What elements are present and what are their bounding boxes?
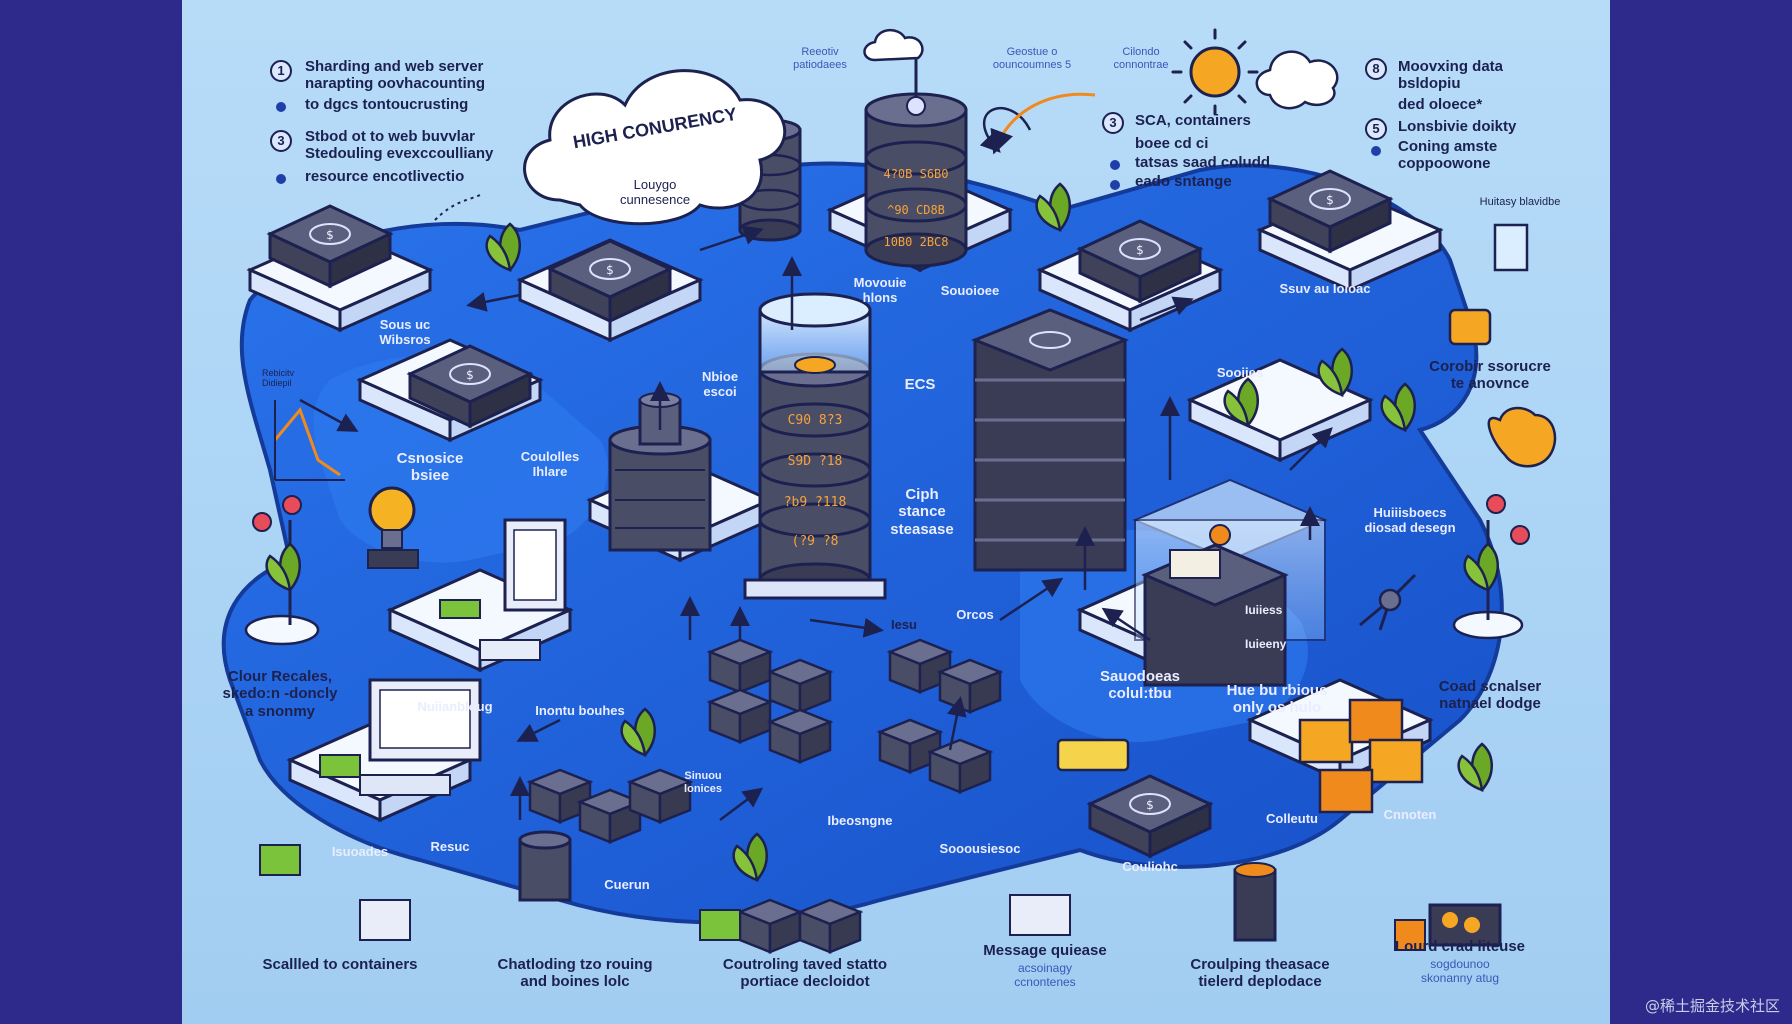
platform-label: Ibeosngne (815, 814, 905, 829)
db-readout: (?9 ?8 (792, 534, 839, 549)
side-label: Clour Recales, skedo:n -doncly a snonmy (210, 668, 350, 720)
bottom-label: Croulping theasace tielerd deplodace (1160, 956, 1360, 991)
platform-label: Sous uc Wibsros (360, 318, 450, 348)
note-text: SCA, containers (1135, 112, 1305, 129)
platform-label: Couliohc (1110, 860, 1190, 875)
platform-label: Resuc (420, 840, 480, 855)
note-text: Coning amste coppoowone (1398, 138, 1578, 173)
bottom-sublabel: acsoinagy ccnontenes (970, 962, 1120, 990)
note-text: tatsas saad coludd (1135, 154, 1305, 171)
note-text: to dgcs tontoucrusting (305, 96, 525, 113)
note-number: 8 (1365, 58, 1387, 80)
platform-label: Orcos (945, 608, 1005, 623)
platform-label: Ciph stance steasase (882, 486, 962, 538)
note-number: 3 (270, 130, 292, 152)
note-number: 1 (270, 60, 292, 82)
small-label: Geostue o oouncoumnes 5 (982, 46, 1082, 71)
bullet-dot (276, 174, 286, 184)
bottom-label: Coutroling taved statto portiace decloid… (700, 956, 910, 991)
bottom-label: Chatloding tzo rouing and boines lolc (470, 956, 680, 991)
platform-label: Isuoades (320, 845, 400, 860)
side-label: Rebicitv Didiepil (262, 368, 342, 389)
watermark: @稀土掘金技术社区 (1645, 995, 1780, 1016)
db-readout: S9D ?18 (788, 454, 843, 469)
platform-label: Sooiies (1210, 366, 1270, 381)
platform-label: Hue bu rbious only os hulo (1212, 682, 1342, 717)
side-label: Huitasy blavidbe (1450, 196, 1590, 209)
db-readout: C90 8?3 (788, 413, 843, 428)
platform-label: Colleutu (1252, 812, 1332, 827)
platform-label: Sauodoeas colul:tbu (1075, 668, 1205, 703)
bullet-dot (1110, 180, 1120, 190)
platform-label: Sooousiesoc (925, 842, 1035, 857)
side-label: Coad scnalser natnael dodge (1400, 678, 1580, 713)
note-text: boee cd ci (1135, 135, 1305, 152)
db-readout: 4?0B S6B0 (883, 167, 948, 181)
side-label: Corobir ssorucre te anovnce (1390, 358, 1590, 393)
small-label: Reeotiv patiodaees (780, 46, 860, 71)
note-text: ded oloece* (1398, 96, 1578, 113)
db-readout: ^90 CD8B (887, 203, 945, 217)
cloud-subtitle: Louygo cunnesence (600, 178, 710, 208)
platform-label: Ssuv au Ioioac (1260, 282, 1390, 297)
server-label: Iuieeny (1245, 637, 1287, 651)
platform-label: Coulolles Ihlare (515, 450, 585, 480)
platform-label: Nbioe escoi (692, 370, 748, 400)
bullet-dot (1110, 160, 1120, 170)
bottom-label: Message quiease (960, 942, 1130, 959)
db-readout: ?b9 ?118 (784, 495, 847, 510)
db-readout: 10B0 2BC8 (883, 235, 948, 249)
note-number: 3 (1102, 112, 1124, 134)
bottom-label: Scallled to containers (240, 956, 440, 973)
platform-label: Souoioee (930, 284, 1010, 299)
bullet-dot (276, 102, 286, 112)
bottom-label: Lourd crad liteuse (1370, 938, 1550, 955)
small-label: Cilondo connontrae (1096, 46, 1186, 71)
bottom-sublabel: sogdounoo skonanny atug (1380, 958, 1540, 986)
platform-label: Movouie hlons (840, 276, 920, 306)
platform-label: Inontu bouhes (535, 704, 625, 719)
platform-label: Sinuou lonices (668, 770, 738, 795)
bullet-dot (1371, 146, 1381, 156)
server-label: Iuiiess (1245, 603, 1283, 617)
note-number: 5 (1365, 118, 1387, 140)
platform-label: ECS (895, 376, 945, 393)
note-text: Lonsbivie doikty (1398, 118, 1578, 135)
note-text: Stbod ot to web buvvlar Stedouling evexc… (305, 128, 525, 163)
note-text: Sharding and web server narapting oovhac… (305, 58, 525, 93)
platform-label: Nuiianbloug (405, 700, 505, 715)
note-text: Moovxing data bsldopiu (1398, 58, 1578, 93)
platform-label: Iesu (884, 618, 924, 633)
platform-label: Cnnoten (1370, 808, 1450, 823)
note-text: resource encotlivectio (305, 168, 525, 185)
platform-label: Huiiisboecs diosad desegn (1340, 506, 1480, 536)
platform-label: Csnosice bsiee (385, 450, 475, 485)
platform-label: Cuerun (592, 878, 662, 893)
note-text: eado sntange (1135, 173, 1305, 190)
